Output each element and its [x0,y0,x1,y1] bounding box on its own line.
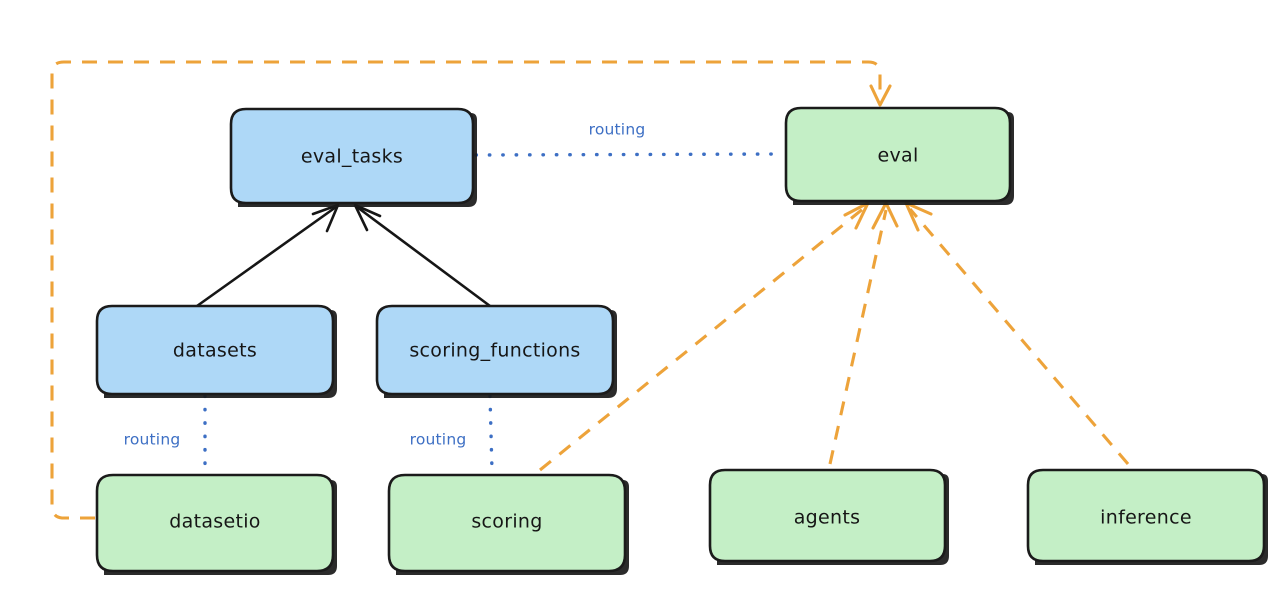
edge-label-routing-eval: routing [589,121,646,139]
edge-scoringfunctions-evaltasks[interactable] [353,203,492,308]
solid-edges [195,203,492,308]
node-label-datasetio: datasetio [169,511,260,533]
edge-agents-eval[interactable] [828,201,899,465]
node-datasetio[interactable]: datasetio [95,473,337,575]
edge-inference-eval[interactable] [904,201,1130,466]
node-label-eval: eval [877,145,918,167]
node-agents[interactable]: agents [708,468,949,565]
edge-label-routing-datasetio: routing [124,431,181,449]
edge-labels: routing routing routing [124,121,646,449]
arrowhead-datasetio-eval [869,84,892,107]
edge-datasetio-eval[interactable] [50,60,892,520]
node-inference[interactable]: inference [1026,468,1268,565]
node-label-scoring: scoring [471,511,542,533]
node-scoring[interactable]: scoring [387,473,629,575]
edge-label-routing-scoring: routing [410,431,467,449]
arrowhead-inference-eval [904,201,933,232]
node-label-datasets: datasets [173,340,257,362]
node-scoring-functions[interactable]: scoring_functions [375,304,617,398]
node-label-eval-tasks: eval_tasks [301,146,403,168]
edge-evaltasks-eval[interactable] [474,152,785,157]
node-label-agents: agents [794,507,861,529]
node-datasets[interactable]: datasets [95,304,337,398]
edge-datasets-evaltasks[interactable] [195,203,340,308]
node-eval[interactable]: eval [784,106,1014,205]
edge-scoringfunctions-scoring[interactable] [488,394,494,473]
nodes: eval_tasks eval datasets scor [95,106,1268,575]
node-label-inference: inference [1100,507,1192,529]
node-eval-tasks[interactable]: eval_tasks [229,107,477,207]
routing-edges [203,152,785,473]
node-label-scoring-functions: scoring_functions [409,340,580,362]
